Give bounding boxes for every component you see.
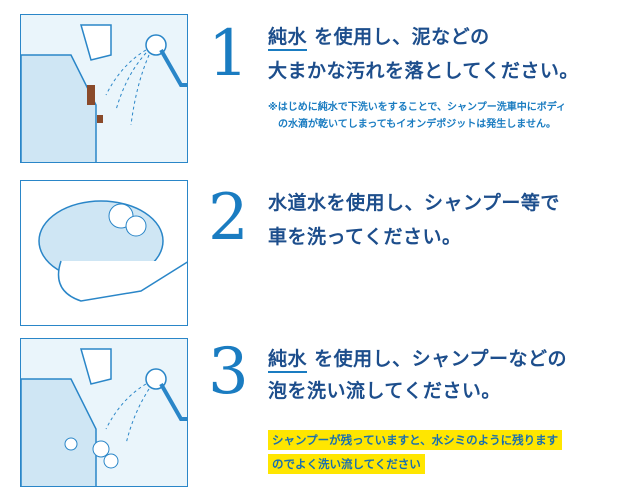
step-number: 2 bbox=[208, 181, 249, 255]
step1-line1: 純水 を使用し、泥などの bbox=[268, 22, 490, 51]
step3-illustration bbox=[20, 338, 188, 487]
step2-illustration bbox=[20, 180, 188, 326]
sponge-illustration bbox=[21, 181, 187, 325]
car-rinse-illustration bbox=[21, 348, 187, 486]
step3-line1-text: を使用し、シャンプーなどの bbox=[307, 348, 568, 370]
step-number: 1 bbox=[208, 17, 249, 91]
warning-line2: のでよく洗い流してください bbox=[268, 454, 425, 474]
note-line1: ※はじめに純水で下洗いをすることで、シャンプー洗車中にボディ bbox=[268, 102, 567, 113]
step1-line1-text: を使用し、泥などの bbox=[307, 26, 490, 48]
step2-line2: 車を洗ってください。 bbox=[268, 226, 462, 248]
step-number: 3 bbox=[208, 335, 249, 409]
car-hose-illustration bbox=[21, 15, 187, 162]
step1-line2: 大まかな汚れを落としてください。 bbox=[268, 60, 579, 82]
step3-line1: 純水 を使用し、シャンプーなどの bbox=[268, 344, 568, 373]
step1-illustration bbox=[20, 14, 188, 163]
warning-line1: シャンプーが残っていますと、水シミのように残ります bbox=[268, 430, 563, 450]
keyword-pure-water: 純水 bbox=[268, 26, 308, 51]
step2-line1: 水道水を使用し、シャンプー等で bbox=[268, 192, 560, 214]
note-line2: の水滴が乾いてしまってもイオンデポジットは発生しません。 bbox=[278, 119, 556, 130]
step1-note: ※はじめに純水で下洗いをすることで、シャンプー洗車中にボディの水滴が乾いてしまっ… bbox=[268, 99, 566, 133]
keyword-pure-water: 純水 bbox=[268, 348, 308, 373]
step3-line2: 泡を洗い流してください。 bbox=[268, 380, 501, 402]
